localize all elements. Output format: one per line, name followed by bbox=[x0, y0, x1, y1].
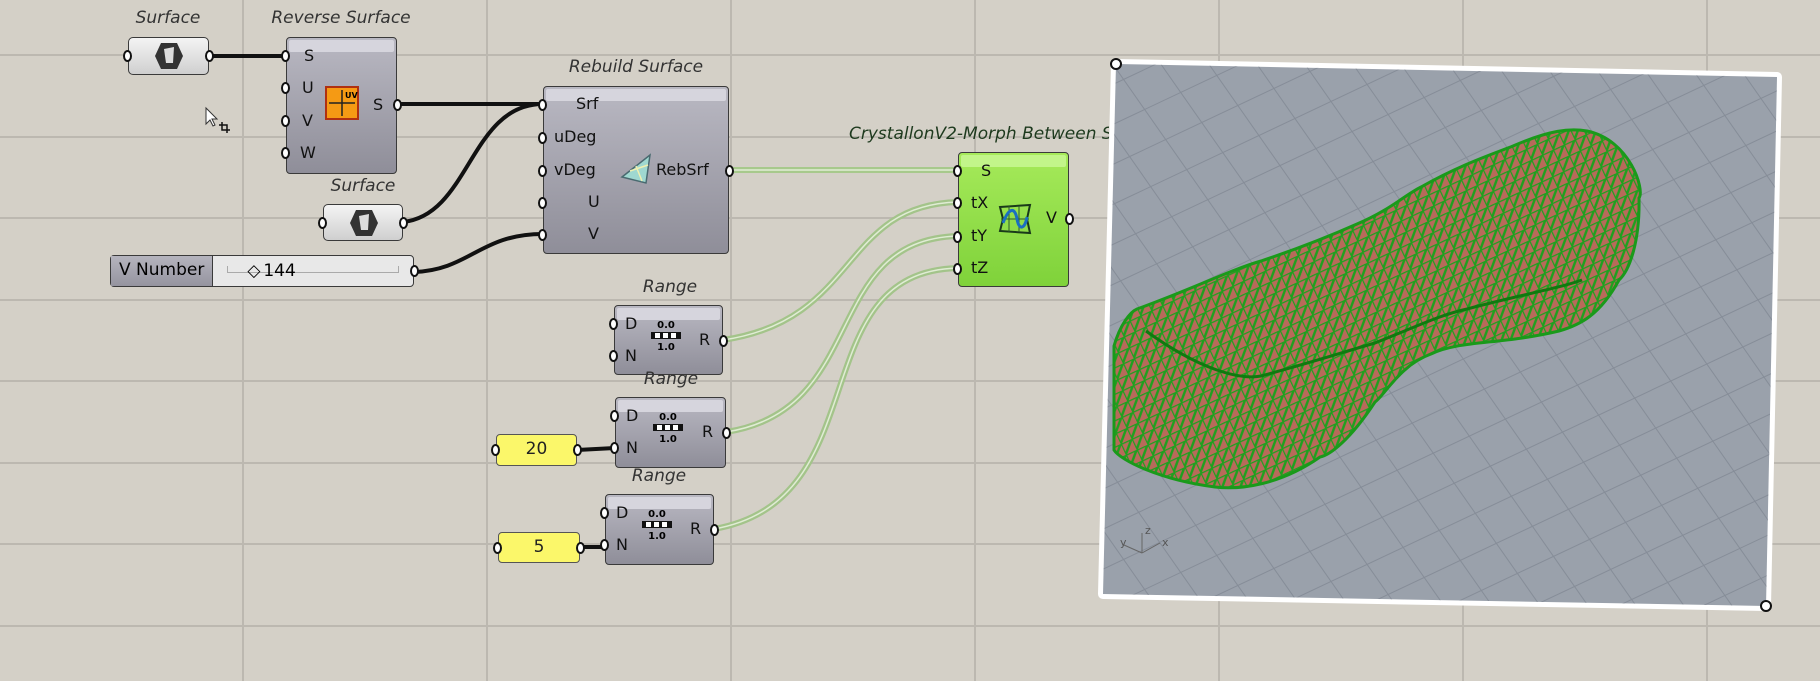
range-label-3: Range bbox=[631, 466, 687, 486]
input-u[interactable]: U bbox=[302, 78, 314, 97]
slider-track[interactable]: ◇ 144 bbox=[213, 256, 413, 286]
rebuild-surface-component[interactable]: Srf uDeg vDeg U V RebSrf bbox=[538, 86, 734, 254]
output-v[interactable]: V bbox=[1046, 208, 1057, 227]
mesh-top-edge bbox=[1145, 278, 1583, 379]
axis-x-label: x bbox=[1162, 536, 1169, 549]
surface-label: Surface bbox=[135, 8, 201, 28]
output-r[interactable]: R bbox=[690, 519, 702, 538]
range-label-1: Range bbox=[642, 277, 698, 297]
input-ty[interactable]: tY bbox=[971, 226, 988, 245]
surface-param-icon bbox=[350, 210, 378, 236]
wire-slider-to-rebuild-v bbox=[413, 232, 544, 274]
surface-param-1[interactable] bbox=[123, 37, 214, 75]
axis-z-label: z bbox=[1145, 524, 1151, 537]
wire-range1-to-tx bbox=[722, 199, 959, 343]
input-d[interactable]: D bbox=[625, 314, 638, 333]
input-d[interactable]: D bbox=[616, 503, 629, 522]
input-tx[interactable]: tX bbox=[971, 193, 989, 212]
input-vdeg[interactable]: vDeg bbox=[554, 160, 596, 179]
input-s[interactable]: S bbox=[981, 161, 992, 180]
reverse-surface-component[interactable]: S U V W S UV bbox=[281, 37, 402, 174]
panel-20[interactable]: 20 bbox=[491, 434, 582, 466]
output-r[interactable]: R bbox=[702, 422, 714, 441]
output-rebsrf[interactable]: RebSrf bbox=[656, 160, 709, 179]
reverse-surface-icon: UV bbox=[325, 86, 359, 120]
input-n[interactable]: N bbox=[616, 535, 628, 554]
input-d[interactable]: D bbox=[626, 406, 639, 425]
input-udeg[interactable]: uDeg bbox=[554, 127, 597, 146]
resize-handle-bottom-right[interactable] bbox=[1760, 600, 1772, 612]
input-v[interactable]: V bbox=[302, 111, 313, 130]
reverse-surface-label: Reverse Surface bbox=[271, 8, 411, 28]
input-tz[interactable]: tZ bbox=[971, 258, 989, 277]
panel-5[interactable]: 5 bbox=[493, 532, 585, 563]
wire-range2-to-ty bbox=[725, 233, 959, 435]
rebuild-surface-label: Rebuild Surface bbox=[568, 57, 704, 77]
surface-label-2: Surface bbox=[330, 176, 396, 196]
cursor-icon bbox=[205, 106, 230, 133]
input-w[interactable]: W bbox=[300, 143, 316, 162]
axis-indicator: y z x bbox=[1120, 524, 1169, 554]
morphed-mesh bbox=[1112, 128, 1642, 490]
panel-value: 5 bbox=[533, 537, 545, 557]
input-n[interactable]: N bbox=[626, 438, 638, 457]
surface-param-2[interactable] bbox=[318, 204, 408, 241]
output-s[interactable]: S bbox=[373, 95, 384, 114]
wire-panel20-to-range2 bbox=[576, 446, 616, 452]
slider-handle[interactable]: ◇ bbox=[247, 261, 261, 281]
resize-handle-top-left[interactable] bbox=[1110, 58, 1122, 70]
surface-param-icon bbox=[155, 43, 183, 69]
input-srf[interactable]: Srf bbox=[576, 94, 599, 113]
panel-value: 20 bbox=[525, 439, 548, 459]
slider-name: V Number bbox=[111, 256, 214, 286]
rebuild-surface-icon bbox=[620, 153, 652, 184]
wire-surface2-to-rebuild bbox=[402, 102, 544, 224]
input-n[interactable]: N bbox=[625, 346, 637, 365]
range-label-2: Range bbox=[643, 369, 699, 389]
morph-icon bbox=[998, 203, 1032, 235]
slider-value: 144 bbox=[263, 261, 296, 281]
morph-between-component[interactable]: S tX tY tZ V bbox=[953, 152, 1074, 287]
input-u[interactable]: U bbox=[588, 192, 600, 211]
svg-text:UV: UV bbox=[345, 91, 358, 100]
input-s[interactable]: S bbox=[304, 46, 315, 65]
input-v[interactable]: V bbox=[588, 224, 599, 243]
wire-range3-to-tz bbox=[713, 265, 959, 532]
morph-label: CrystallonV2-Morph Between S bbox=[849, 124, 1109, 144]
axis-y-label: y bbox=[1120, 536, 1127, 549]
output-r[interactable]: R bbox=[699, 330, 711, 349]
number-slider[interactable]: V Number ◇ 144 bbox=[110, 255, 419, 287]
